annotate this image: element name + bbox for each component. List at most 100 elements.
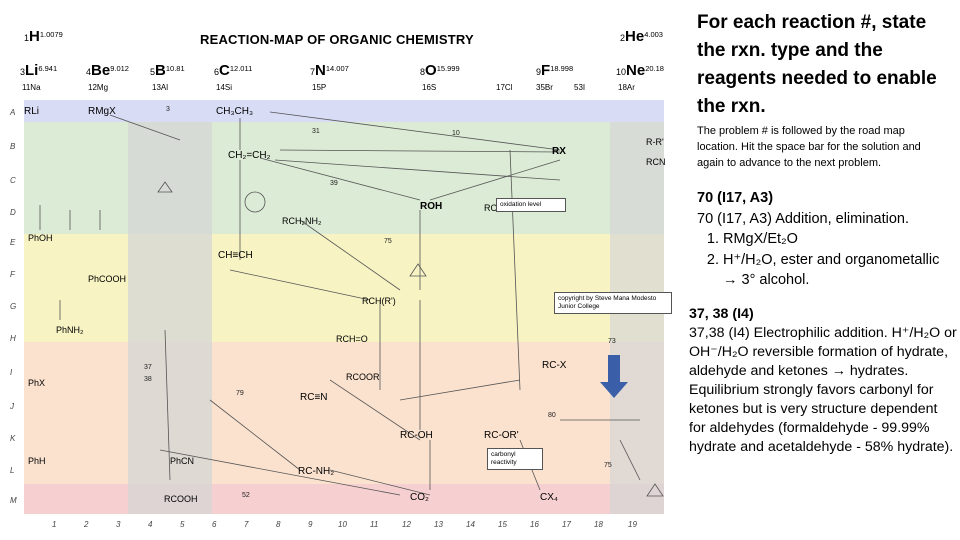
copyright-note: copyright by Steve Mana Modesto Junior C… bbox=[554, 292, 672, 314]
question-70-heading: 70 (I17, A3) bbox=[697, 190, 774, 206]
slide-title: For each reaction #, state the rxn. type… bbox=[697, 12, 937, 117]
element-p: 15P bbox=[312, 83, 327, 92]
question-37-38-answer: 37,38 (I4) Electrophilic addition. H⁺/H₂… bbox=[689, 325, 957, 455]
element-cl: 17Cl bbox=[496, 83, 513, 92]
label-rcoor: RCOOR bbox=[346, 372, 380, 382]
reaction-number: 73 bbox=[608, 338, 616, 345]
row-label: H bbox=[10, 334, 16, 343]
reaction-map: REACTION-MAP OF ORGANIC CHEMISTRY 1H1.00… bbox=[10, 28, 672, 529]
column-label: 7 bbox=[244, 520, 249, 529]
slide-instructions: The problem # is followed by the road ma… bbox=[697, 125, 921, 169]
column-label: 16 bbox=[530, 520, 539, 529]
element-o: 8O15.999 bbox=[420, 62, 460, 79]
label-co2: CO₂ bbox=[410, 492, 429, 503]
band-organometallic bbox=[24, 100, 664, 122]
column-label: 8 bbox=[276, 520, 281, 529]
reaction-arrows bbox=[39, 111, 664, 497]
label-rcx: RC-X bbox=[542, 360, 567, 371]
label-ror: ROR' bbox=[484, 203, 506, 213]
element-br: 35Br bbox=[536, 83, 553, 92]
column-label: 3 bbox=[116, 520, 121, 529]
reaction-number: 31 bbox=[312, 128, 320, 135]
question-37-38: 37, 38 (I4) 37,38 (I4) Electrophilic add… bbox=[689, 305, 957, 457]
column-label: 14 bbox=[466, 520, 475, 529]
label-rcooh: RCOOH bbox=[164, 494, 198, 504]
element-f: 9F18.998 bbox=[536, 62, 574, 79]
reaction-number: 39 bbox=[330, 180, 338, 187]
label-rcn-nitrile: RC≡N bbox=[300, 392, 328, 403]
label-roh: ROH bbox=[420, 201, 443, 212]
element-b: 5B10.81 bbox=[150, 62, 185, 79]
label-rcoh: RC-OH bbox=[400, 430, 433, 441]
row-label: A bbox=[10, 108, 16, 117]
column-label: 19 bbox=[628, 520, 637, 529]
element-mg: 12Mg bbox=[88, 83, 109, 92]
element-n: 7N14.007 bbox=[310, 62, 349, 79]
highlight-arrow-icon bbox=[600, 355, 628, 398]
element-ne: 10Ne20.18 bbox=[616, 62, 664, 79]
label-rcho: RCH=O bbox=[336, 334, 368, 344]
row-label: B bbox=[10, 142, 16, 151]
label-phcn: PhCN bbox=[170, 456, 195, 466]
reaction-number: 75 bbox=[604, 462, 612, 469]
label-rcor: RC-OR' bbox=[484, 430, 519, 441]
label-ch2ch2: CH₂=CH₂ bbox=[228, 150, 271, 161]
column-label: 2 bbox=[84, 520, 89, 529]
column-label: 5 bbox=[180, 520, 185, 529]
element-ar: 18Ar bbox=[618, 83, 635, 92]
label-rli: RLi bbox=[24, 106, 40, 117]
column-label: 10 bbox=[338, 520, 347, 529]
row-label: F bbox=[10, 270, 15, 279]
label-rmgx: RMgX bbox=[88, 106, 116, 117]
row-label: D bbox=[10, 208, 16, 217]
label-ch3ch3: CH₃CH₃ bbox=[216, 106, 254, 117]
label-rr: R-R' bbox=[646, 137, 664, 147]
question-70-step-2: H⁺/H₂O, ester and organometallic → 3° al… bbox=[723, 250, 955, 291]
label-rx: RX bbox=[552, 146, 566, 157]
reaction-number: 38 bbox=[144, 376, 152, 383]
element-h: 1H1.0079 bbox=[24, 28, 63, 45]
label-cx4: CX₄ bbox=[540, 492, 558, 503]
column-label: 18 bbox=[594, 520, 603, 529]
label-phx: PhX bbox=[28, 378, 46, 388]
reaction-number: 52 bbox=[242, 492, 250, 499]
reaction-number: 80 bbox=[548, 412, 556, 419]
row-label: I bbox=[10, 368, 13, 377]
column-label: 11 bbox=[370, 520, 379, 529]
row-label: K bbox=[10, 434, 16, 443]
question-70: 70 (I17, A3) 70 (I17, A3) Addition, elim… bbox=[697, 188, 955, 291]
row-label: L bbox=[10, 466, 15, 475]
reaction-number: 75 bbox=[384, 238, 392, 245]
label-phnh2: PhNH₂ bbox=[56, 325, 84, 335]
column-label: 12 bbox=[402, 520, 411, 529]
column-label: 13 bbox=[434, 520, 443, 529]
right-column bbox=[610, 122, 664, 514]
label-phcooh: PhCOOH bbox=[88, 274, 127, 284]
label-rch2nh2: RCH₂NH₂ bbox=[282, 216, 322, 226]
question-37-38-heading: 37, 38 (I4) bbox=[689, 306, 754, 322]
element-li: 3Li6.941 bbox=[20, 62, 58, 79]
label-rcnh2: RC-NH₂ bbox=[298, 466, 335, 477]
element-s: 16S bbox=[422, 83, 437, 92]
element-he: 2He4.003 bbox=[620, 28, 663, 45]
row-label: M bbox=[10, 496, 17, 505]
question-70-step-1: RMgX/Et₂O bbox=[723, 229, 955, 250]
column-label: 9 bbox=[308, 520, 313, 529]
row-label: G bbox=[10, 302, 17, 311]
question-70-steps: RMgX/Et₂O H⁺/H₂O, ester and organometall… bbox=[697, 229, 955, 291]
row-label: E bbox=[10, 238, 16, 247]
reaction-number: 3 bbox=[166, 106, 170, 113]
element-i: 53I bbox=[574, 83, 586, 92]
label-phh: PhH bbox=[28, 456, 46, 466]
column-label: 1 bbox=[52, 520, 57, 529]
oxidation-level-note: oxidation level bbox=[496, 198, 566, 212]
label-phoh: PhOH bbox=[28, 233, 53, 243]
map-title: REACTION-MAP OF ORGANIC CHEMISTRY bbox=[200, 32, 474, 47]
element-c: 6C12.011 bbox=[214, 62, 253, 79]
question-70-answer: 70 (I17, A3) Addition, elimination. bbox=[697, 210, 909, 227]
column-label: 6 bbox=[212, 520, 217, 529]
column-label: 17 bbox=[562, 520, 571, 529]
element-si: 14Si bbox=[216, 83, 233, 92]
reaction-number: 37 bbox=[144, 364, 152, 371]
element-na: 11Na bbox=[22, 83, 41, 92]
